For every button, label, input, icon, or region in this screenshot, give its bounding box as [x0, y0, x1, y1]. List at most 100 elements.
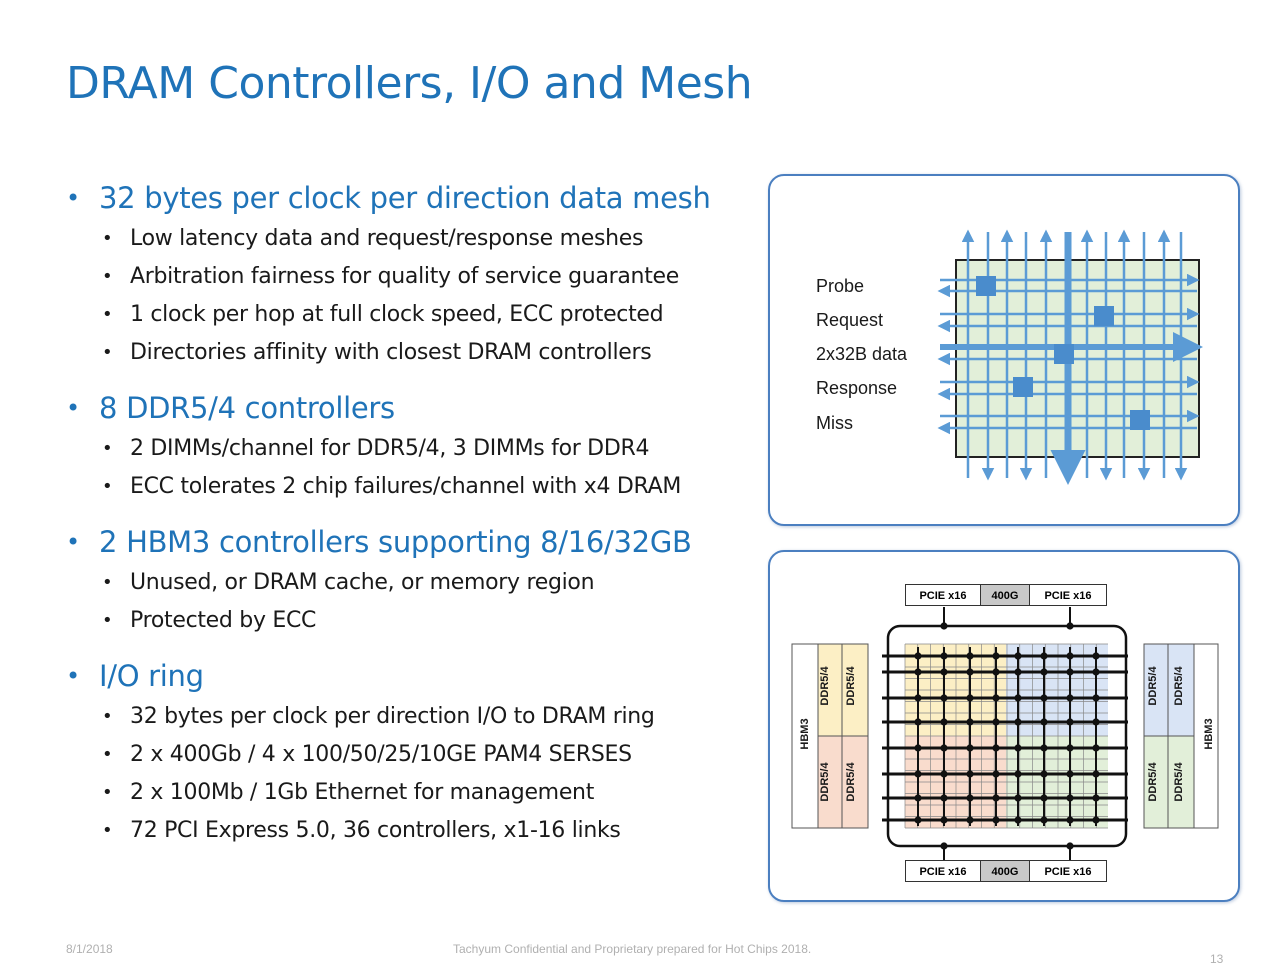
hbm3-right-box — [1193, 643, 1219, 829]
bullet-dot-icon: • — [102, 438, 113, 459]
bottom-pcie-right-block: PCIE x16 — [1029, 860, 1107, 882]
top-400g-block: 400G — [980, 584, 1030, 606]
bus-node — [1040, 744, 1048, 752]
footer-page-number: 13 — [1210, 952, 1224, 966]
bullet-item: •Low latency data and request/response m… — [66, 220, 766, 258]
bullet-section: •32 bytes per clock per direction data m… — [66, 176, 766, 372]
bullet-item: •Protected by ECC — [66, 602, 766, 640]
bullet-item-text: 2 x 100Mb / 1Gb Ethernet for management — [130, 780, 595, 805]
bus-node — [914, 668, 922, 676]
mesh-node — [1130, 410, 1150, 430]
bullet-heading: • 8 DDR5/4 controllers — [66, 386, 766, 430]
bus-node — [966, 794, 974, 802]
mesh-node — [1013, 377, 1033, 397]
mesh-label-response: Response — [816, 378, 898, 398]
ddr-right-outer-top-label: DDR5/4 — [1173, 666, 1185, 706]
bullet-item-text: 1 clock per hop at full clock speed, ECC… — [130, 302, 664, 327]
ddr-left-inner-bottom-label: DDR5/4 — [845, 762, 857, 802]
top-pcie-left-block: PCIE x16 — [905, 584, 981, 606]
bullet-heading: • I/O ring — [66, 654, 766, 698]
bullet-item: •2 x 100Mb / 1Gb Ethernet for management — [66, 774, 766, 812]
bus-node — [914, 694, 922, 702]
ring-node — [940, 842, 948, 850]
ddr-right-inner-bottom-box — [1143, 735, 1169, 829]
bus-node — [914, 794, 922, 802]
bus-node — [1040, 718, 1048, 726]
bus-node — [1014, 668, 1022, 676]
bullet-item-text: Protected by ECC — [130, 608, 317, 633]
bullet-heading-text: I/O ring — [99, 659, 204, 693]
ddr-left-outer-top-box — [817, 643, 843, 737]
bullet-dot-icon: • — [66, 394, 80, 422]
mesh-diagram — [937, 229, 1203, 485]
bus-node — [992, 744, 1000, 752]
bus-node — [966, 652, 974, 660]
bus-node — [1092, 744, 1100, 752]
bus-node — [1066, 816, 1074, 824]
bus-node — [966, 816, 974, 824]
bullet-item: • 1 clock per hop at full clock speed, EC… — [66, 296, 766, 334]
bus-node — [1092, 718, 1100, 726]
bus-node — [1040, 770, 1048, 778]
bus-node — [914, 718, 922, 726]
bus-node — [1014, 744, 1022, 752]
bullet-dot-icon: • — [102, 706, 113, 727]
bus-node — [1014, 816, 1022, 824]
ring-node — [1066, 622, 1074, 630]
bullet-item-text: 72 PCI Express 5.0, 36 controllers, x1-1… — [130, 818, 621, 843]
bus-node — [1092, 694, 1100, 702]
bullet-item-text: 32 bytes per clock per direction I/O to … — [130, 704, 655, 729]
bullet-heading-text: 8 DDR5/4 controllers — [99, 391, 395, 425]
bottom-pcie-left-block: PCIE x16 — [905, 860, 981, 882]
bus-node — [940, 816, 948, 824]
bullet-section: • 8 DDR5/4 controllers •2 DIMMs/channel f… — [66, 386, 766, 506]
mesh-label-probe: Probe — [816, 276, 865, 296]
ring-node — [940, 622, 948, 630]
bus-node — [940, 668, 948, 676]
hbm3-left-label: HBM3 — [799, 718, 811, 750]
bus-node — [940, 652, 948, 660]
bus-node — [940, 744, 948, 752]
bullet-item: • 32 bytes per clock per direction I/O to… — [66, 698, 766, 736]
mesh-node — [1094, 306, 1114, 326]
hbm3-left-box — [791, 643, 819, 829]
bus-node — [966, 718, 974, 726]
bullet-heading: •32 bytes per clock per direction data m… — [66, 176, 766, 220]
bullet-dot-icon: • — [66, 528, 80, 556]
bullet-heading: •2 HBM3 controllers supporting 8/16/32GB — [66, 520, 766, 564]
io-ring-diagram — [791, 607, 1219, 860]
mesh-node — [1054, 344, 1074, 364]
ddr-left-inner-bottom-box — [841, 735, 869, 829]
bullet-item: •ECC tolerates 2 chip failures/channel w… — [66, 468, 766, 506]
footer-confidential: Tachyum Confidential and Proprietary pre… — [453, 942, 812, 956]
ddr-right-outer-bottom-label: DDR5/4 — [1173, 762, 1185, 802]
ddr-left-inner-top-box — [841, 643, 869, 737]
bus-node — [1014, 794, 1022, 802]
bullet-dot-icon: • — [66, 662, 80, 690]
bullet-dot-icon: • — [66, 184, 80, 212]
bullet-item-text: 2 x 400Gb / 4 x 100/50/25/10GE PAM4 SERS… — [130, 742, 632, 767]
bus-node — [1014, 718, 1022, 726]
ring-node — [1066, 842, 1074, 850]
bullet-item: •2 DIMMs/channel for DDR5/4, 3 DIMMs for… — [66, 430, 766, 468]
bus-node — [1092, 816, 1100, 824]
mesh-label-data: 2x32B data — [816, 344, 908, 364]
bus-node — [992, 652, 1000, 660]
slide-title: DRAM Controllers, I/O and Mesh — [66, 58, 753, 109]
footer-date: 8/1/2018 — [66, 942, 113, 956]
ddr-right-inner-bottom-label: DDR5/4 — [1147, 762, 1159, 802]
bullet-item: •2 x 400Gb / 4 x 100/50/25/10GE PAM4 SER… — [66, 736, 766, 774]
bullet-dot-icon: • — [102, 304, 113, 325]
bullet-item-text: Arbitration fairness for quality of serv… — [130, 264, 680, 289]
mesh-label-miss: Miss — [816, 413, 853, 433]
bus-node — [966, 694, 974, 702]
bullet-item-text: Unused, or DRAM cache, or memory region — [130, 570, 595, 595]
bus-node — [914, 652, 922, 660]
bus-node — [1040, 668, 1048, 676]
bus-node — [966, 744, 974, 752]
bus-node — [1040, 652, 1048, 660]
mesh-node — [976, 276, 996, 296]
bus-node — [1066, 794, 1074, 802]
bus-node — [1040, 816, 1048, 824]
bus-node — [1014, 770, 1022, 778]
